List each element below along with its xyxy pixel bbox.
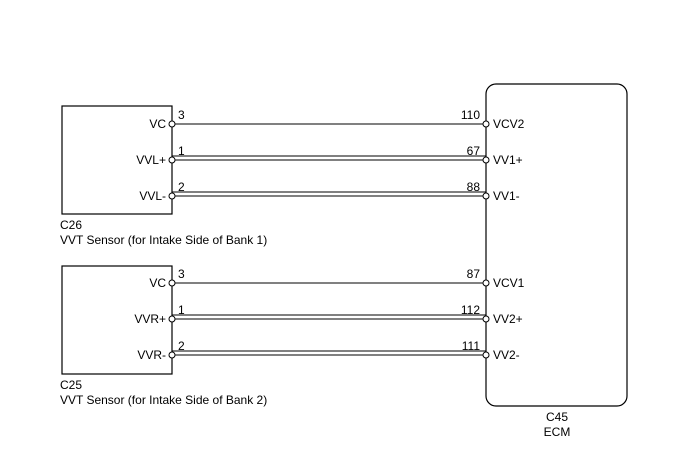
ecm-terminal-vv1-minus <box>482 192 490 200</box>
sensor2-pin-label-vvr-minus: VVR- <box>137 348 166 362</box>
ecm-pin-label-vv1-minus: VV1- <box>493 189 520 203</box>
sensor2-pin-num-3: 3 <box>178 267 185 281</box>
ecm-terminal-vv2-plus <box>482 315 490 323</box>
sensor1-name: VVT Sensor (for Intake Side of Bank 1) <box>60 233 267 247</box>
sensor1-terminal-vvl-minus <box>168 192 176 200</box>
sensor2-terminal-vvr-plus <box>168 315 176 323</box>
ecm-pin-label-vv1-plus: VV1+ <box>493 153 523 167</box>
sensor1-pin-num-1: 1 <box>178 144 185 158</box>
sensor2-code: C25 <box>60 378 82 392</box>
ecm-terminal-vcv2 <box>482 120 490 128</box>
ecm-pin-label-vcv2: VCV2 <box>493 117 525 131</box>
ecm-box <box>485 83 628 407</box>
sensor1-pin-label-vvl-minus: VVL- <box>139 189 166 203</box>
sensor2-pin-num-2: 2 <box>178 339 185 353</box>
sensor2-terminal-vvr-minus <box>168 351 176 359</box>
ecm-pin-num-87: 87 <box>467 267 481 281</box>
sensor2-name: VVT Sensor (for Intake Side of Bank 2) <box>60 393 267 407</box>
sensor2-pin-num-1: 1 <box>178 303 185 317</box>
sensor1-pin-num-2: 2 <box>178 180 185 194</box>
ecm-pin-num-88: 88 <box>467 180 481 194</box>
ecm-name: ECM <box>544 425 571 439</box>
ecm-pin-num-112: 112 <box>461 303 480 317</box>
ecm-terminal-vv1-plus <box>482 156 490 164</box>
sensor2-terminal-vc <box>168 279 176 287</box>
ecm-pin-num-110: 110 <box>461 108 480 122</box>
sensor1-terminal-vc <box>168 120 176 128</box>
sensor1-pin-label-vvl-plus: VVL+ <box>136 153 166 167</box>
sensor2-pin-label-vvr-plus: VVR+ <box>134 312 166 326</box>
sensor1-pin-num-3: 3 <box>178 108 185 122</box>
ecm-pin-label-vcv1: VCV1 <box>493 276 525 290</box>
ecm-terminal-vv2-minus <box>482 351 490 359</box>
sensor1-pin-label-vc: VC <box>149 117 166 131</box>
ecm-code: C45 <box>546 410 568 424</box>
sensor1-code: C26 <box>60 218 82 232</box>
ecm-pin-label-vv2-minus: VV2- <box>493 348 520 362</box>
sensor1-terminal-vvl-plus <box>168 156 176 164</box>
ecm-pin-num-111: 111 <box>462 339 481 353</box>
ecm-terminal-vcv1 <box>482 279 490 287</box>
sensor2-pin-label-vc: VC <box>149 276 166 290</box>
ecm-pin-num-67: 67 <box>467 144 481 158</box>
ecm-pin-label-vv2-plus: VV2+ <box>493 312 523 326</box>
